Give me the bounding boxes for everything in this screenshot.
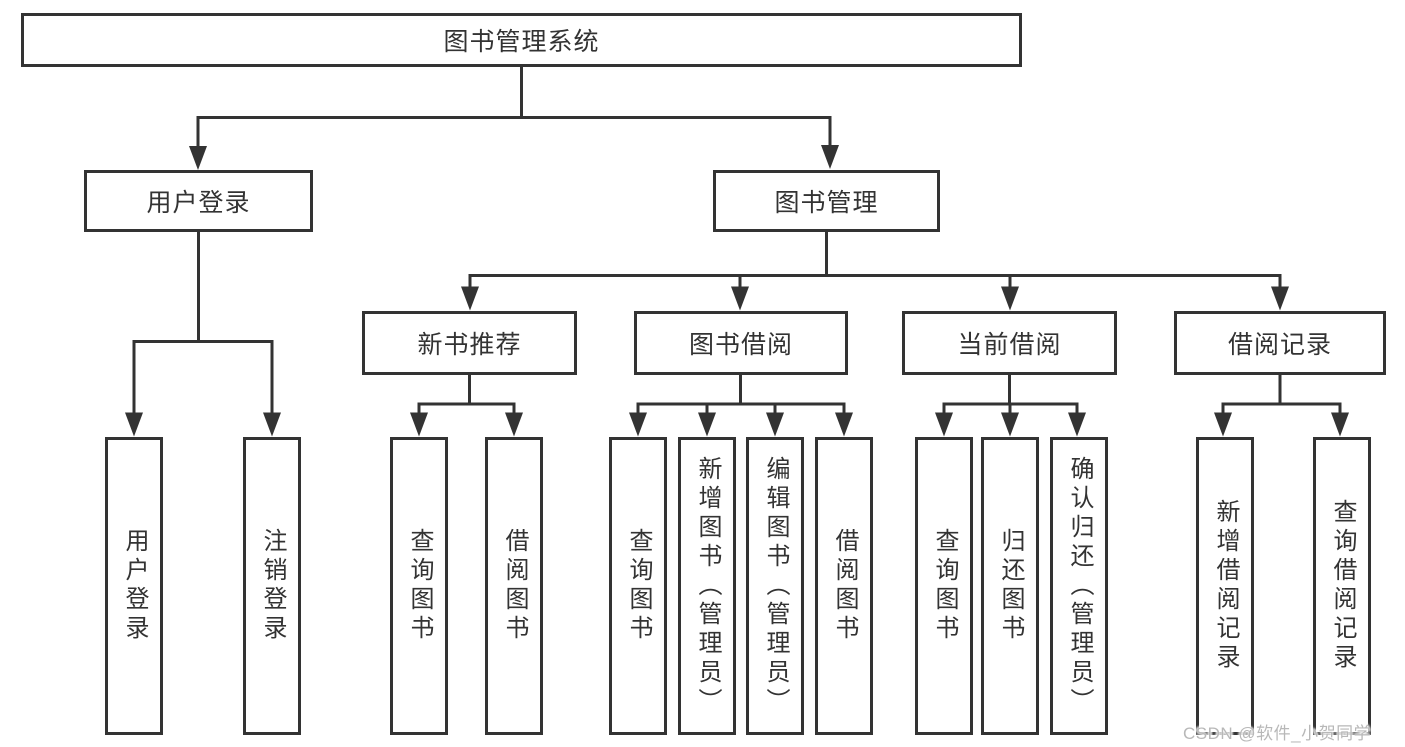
connector-root-to-level2 [189,67,839,170]
node-leaf-query-books-recommend: 查询图书 [390,437,448,735]
node-leaf-borrow-books: 借阅图书 [815,437,873,735]
node-leaf-query-books-current: 查询图书 [915,437,973,735]
connector-book-management-to-level3 [461,232,1289,311]
connector-book-borrow-to-leaves [629,375,853,437]
connector-new-book-recommend-to-leaves [410,375,523,437]
node-leaf-add-books-admin: 新增图书（管理员） [678,437,736,735]
node-user-login: 用户登录 [84,170,313,232]
node-leaf-edit-books-admin: 编辑图书（管理员） [746,437,804,735]
node-leaf-query-books-borrow: 查询图书 [609,437,667,735]
node-leaf-borrow-books-recommend: 借阅图书 [485,437,543,735]
node-book-borrow: 图书借阅 [634,311,848,375]
node-leaf-confirm-return-admin: 确认归还（管理员） [1050,437,1108,735]
node-leaf-query-borrow-record: 查询借阅记录 [1313,437,1371,735]
node-borrow-records: 借阅记录 [1174,311,1386,375]
node-book-management: 图书管理 [713,170,940,232]
csdn-watermark: CSDN @软件_小贺同学 [1183,724,1372,743]
node-current-borrow: 当前借阅 [902,311,1117,375]
node-new-book-recommend: 新书推荐 [362,311,577,375]
connector-current-borrow-to-leaves [935,375,1086,437]
node-leaf-logout: 注销登录 [243,437,301,735]
connector-user-login-to-leaves [125,232,281,437]
node-root-library-system: 图书管理系统 [21,13,1022,67]
connector-borrow-records-to-leaves [1214,375,1349,437]
node-leaf-add-borrow-record: 新增借阅记录 [1196,437,1254,735]
node-leaf-user-login: 用户登录 [105,437,163,735]
node-leaf-return-books: 归还图书 [981,437,1039,735]
